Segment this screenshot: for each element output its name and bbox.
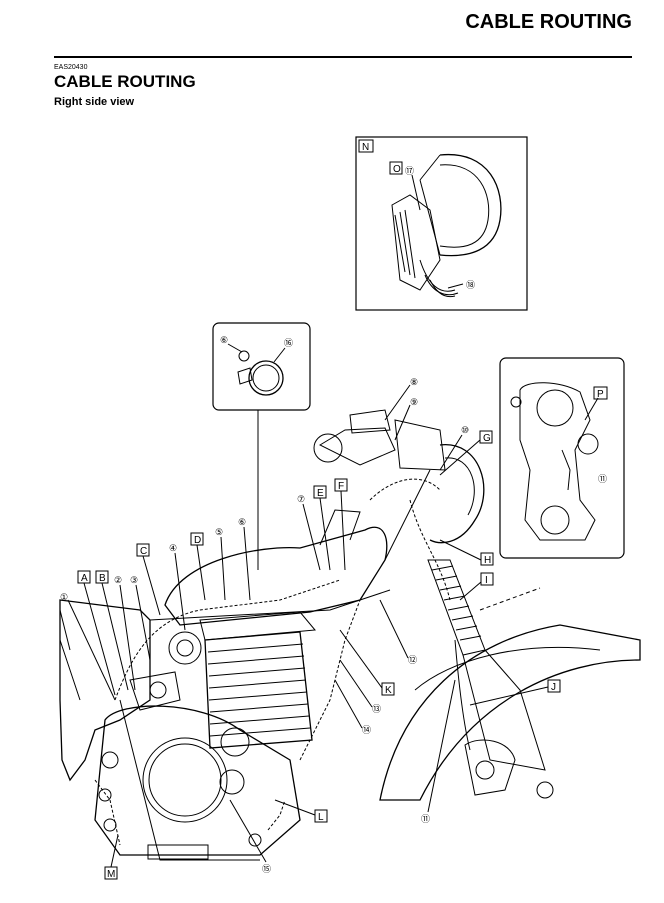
callout-num-10: ⑩ — [461, 425, 469, 435]
inset-top-num-17: ⑰ — [405, 166, 414, 176]
callout-num-8: ⑧ — [410, 377, 418, 387]
inset-left-num-6: ⑥ — [220, 335, 228, 345]
inset-right-letter-p: P — [597, 389, 604, 400]
callout-num-7: ⑦ — [297, 494, 305, 504]
callout-num-1: ① — [60, 592, 68, 602]
callout-m: M — [107, 869, 115, 880]
callout-c: C — [140, 546, 147, 557]
callout-l: L — [318, 812, 324, 823]
inset-clamp-view: ⑥ ⑯ — [212, 322, 311, 411]
number-callouts: ① ② ③ ④ ⑤ ⑥ ⑦ ⑧ ⑨ ⑩ ⑪ ⑫ ⑬ ⑭ ⑮ — [60, 377, 469, 874]
callout-f: F — [338, 481, 344, 492]
callout-j: J — [551, 682, 556, 693]
callout-num-12: ⑫ — [408, 655, 417, 665]
letter-callouts: A B C D E F G H I J K L — [77, 430, 561, 880]
section-subtitle: Right side view — [54, 96, 135, 108]
inset-top-num-18: ⑱ — [466, 280, 475, 290]
callout-num-9: ⑨ — [410, 397, 418, 407]
section-code: EAS20430 — [54, 64, 88, 71]
callout-h: H — [484, 555, 491, 566]
callout-g: G — [483, 433, 491, 444]
callout-num-14: ⑭ — [362, 725, 371, 735]
header-rule — [54, 56, 632, 58]
page-header-title: CABLE ROUTING — [465, 11, 632, 33]
callout-b: B — [99, 573, 106, 584]
callout-num-15: ⑮ — [262, 864, 271, 874]
callout-i: I — [485, 575, 488, 586]
inset-right-num-11: ⑪ — [598, 474, 607, 484]
inset-top-frame-label: N — [362, 142, 369, 153]
inset-headlight-view: N O ⑰ ⑱ — [355, 136, 528, 311]
callout-num-4: ④ — [169, 543, 177, 553]
inset-left-num-16: ⑯ — [284, 338, 293, 348]
callout-num-6: ⑥ — [238, 517, 246, 527]
motorcycle-drawing — [59, 409, 641, 861]
callout-num-13: ⑬ — [372, 704, 381, 714]
inset-top-letter-o: O — [393, 164, 401, 175]
front-fork — [427, 559, 546, 771]
callout-num-2: ② — [114, 575, 122, 585]
callout-d: D — [194, 535, 201, 546]
inset-fork-view: P ⑪ — [499, 357, 625, 559]
callout-num-3: ③ — [130, 575, 138, 585]
callout-a: A — [81, 573, 88, 584]
section-title: CABLE ROUTING — [54, 72, 196, 91]
callout-e: E — [317, 488, 324, 499]
callout-k: K — [385, 685, 392, 696]
callout-num-5: ⑤ — [215, 527, 223, 537]
engine-cylinder — [204, 631, 313, 749]
callout-num-11: ⑪ — [421, 814, 430, 824]
